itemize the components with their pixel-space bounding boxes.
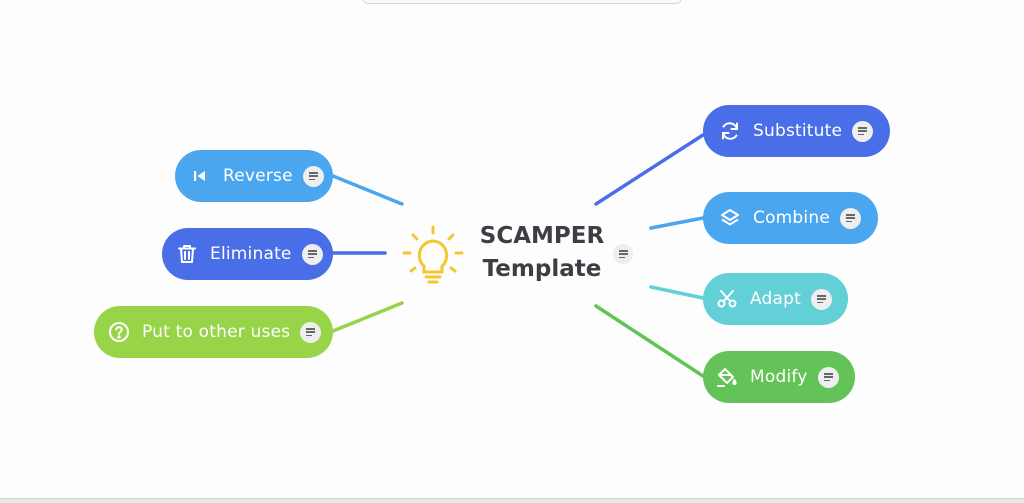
note-icon[interactable] — [300, 321, 322, 343]
note-icon[interactable] — [302, 165, 324, 187]
connector-combine — [649, 216, 705, 230]
layers-icon — [719, 207, 741, 229]
node-label: Modify — [750, 367, 808, 387]
connector-modify — [594, 304, 705, 378]
note-icon[interactable] — [301, 243, 323, 265]
paint-bucket-icon — [716, 366, 738, 388]
connector-adapt — [649, 285, 705, 300]
lightbulb-icon — [402, 224, 464, 286]
connector-put-to-other-uses — [331, 301, 404, 333]
node-label: Eliminate — [210, 244, 292, 264]
node-substitute[interactable]: Substitute — [703, 105, 890, 157]
central-topic[interactable]: SCAMPER Template — [402, 218, 642, 298]
node-adapt[interactable]: Adapt — [703, 273, 848, 325]
note-icon[interactable] — [852, 120, 874, 142]
trash-icon — [176, 243, 198, 265]
node-modify[interactable]: Modify — [703, 351, 855, 403]
node-label: Adapt — [750, 289, 801, 309]
note-icon[interactable] — [839, 207, 861, 229]
scissors-icon — [716, 288, 738, 310]
node-reverse[interactable]: Reverse — [175, 150, 333, 202]
connector-substitute — [594, 133, 705, 206]
skip-back-icon — [189, 165, 211, 187]
node-label: Substitute — [753, 121, 843, 141]
node-put-to-other-uses[interactable]: Put to other uses — [94, 306, 333, 358]
bottom-edge-bar — [0, 498, 1024, 503]
connector-reverse — [331, 174, 404, 206]
node-combine[interactable]: Combine — [703, 192, 878, 244]
central-title-line1: SCAMPER — [479, 223, 605, 249]
node-label: Combine — [753, 208, 830, 228]
central-title: SCAMPER Template — [472, 220, 612, 286]
node-label: Put to other uses — [142, 322, 291, 342]
node-label: Reverse — [223, 166, 293, 186]
note-icon[interactable] — [811, 288, 832, 310]
refresh-icon — [719, 120, 741, 142]
question-circle-icon — [108, 321, 130, 343]
note-icon[interactable] — [817, 366, 839, 388]
note-icon[interactable] — [613, 244, 633, 264]
node-eliminate[interactable]: Eliminate — [162, 228, 333, 280]
central-title-line2: Template — [482, 256, 602, 282]
